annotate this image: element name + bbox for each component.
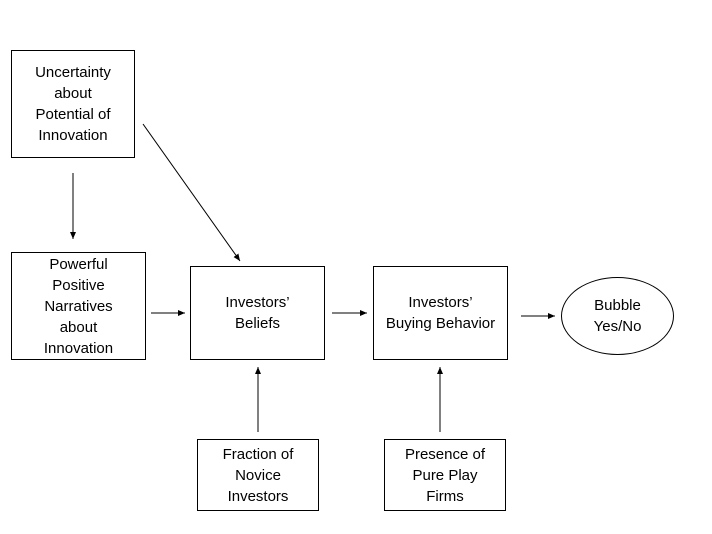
node-label: Investors’ Beliefs — [225, 294, 290, 332]
node-investors-beliefs: Investors’ Beliefs — [190, 266, 325, 360]
node-pure-play-firms: Presence of Pure Play Firms — [384, 439, 506, 511]
node-label: Investors’ Buying Behavior — [385, 294, 496, 332]
node-bubble-outcome: Bubble Yes/No — [561, 277, 674, 355]
node-label: Powerful Positive Narratives about Innov… — [43, 255, 114, 357]
node-uncertainty-about-innovation: Uncertainty about Potential of Innovatio… — [11, 50, 135, 158]
node-label: Uncertainty about Potential of Innovatio… — [35, 64, 111, 144]
node-label: Presence of Pure Play Firms — [404, 445, 486, 505]
node-positive-narratives: Powerful Positive Narratives about Innov… — [11, 252, 146, 360]
node-novice-investors: Fraction of Novice Investors — [197, 439, 319, 511]
node-investors-buying-behavior: Investors’ Buying Behavior — [373, 266, 508, 360]
node-label: Fraction of Novice Investors — [222, 445, 294, 505]
arrow-uncertainty-to-beliefs — [142, 123, 241, 262]
node-label: Bubble Yes/No — [593, 297, 642, 335]
